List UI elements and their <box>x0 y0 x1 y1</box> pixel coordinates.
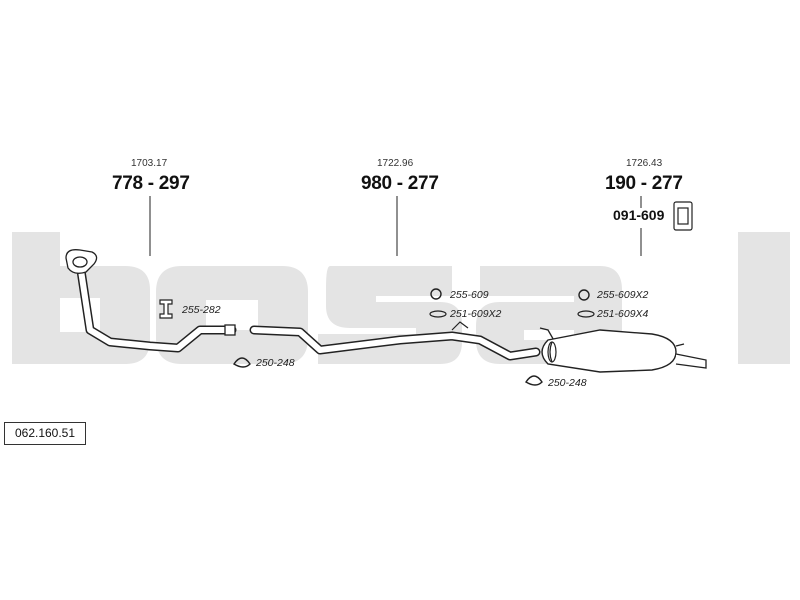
middle-part-number[interactable]: 980 - 277 <box>361 173 439 194</box>
front-part-number[interactable]: 778 - 297 <box>112 173 190 194</box>
rear-ring-code[interactable]: 255-609X2 <box>597 289 649 301</box>
middle-ring-code[interactable]: 255-609 <box>450 289 489 301</box>
leader-lines <box>149 196 642 256</box>
front-ref: 1703.17 <box>131 158 168 169</box>
front-bracket-code[interactable]: 255-282 <box>182 304 221 316</box>
gasket-icon <box>429 310 595 318</box>
rear-ref: 1726.43 <box>626 158 663 169</box>
rear-clamp-code[interactable]: 250-248 <box>548 377 587 389</box>
front-flange <box>65 249 98 274</box>
front-clamp-code[interactable]: 250-248 <box>256 357 295 369</box>
rubber-mount-icon <box>159 299 173 319</box>
rear-silencer <box>539 327 707 373</box>
rear-gasket-code[interactable]: 251-609X4 <box>597 308 649 320</box>
drawing-code-box: 062.160.51 <box>4 422 86 445</box>
middle-pipe <box>249 321 541 361</box>
rear-kit-code[interactable]: 091-609 <box>613 207 665 223</box>
middle-gasket-code[interactable]: 251-609X2 <box>450 308 502 320</box>
clamp-icon <box>233 357 543 386</box>
mounting-kit-icon <box>673 201 693 231</box>
front-pipe <box>65 249 237 353</box>
middle-ref: 1722.96 <box>377 158 414 169</box>
rubber-ring-icon <box>430 288 590 301</box>
rear-part-number[interactable]: 190 - 277 <box>605 173 683 194</box>
